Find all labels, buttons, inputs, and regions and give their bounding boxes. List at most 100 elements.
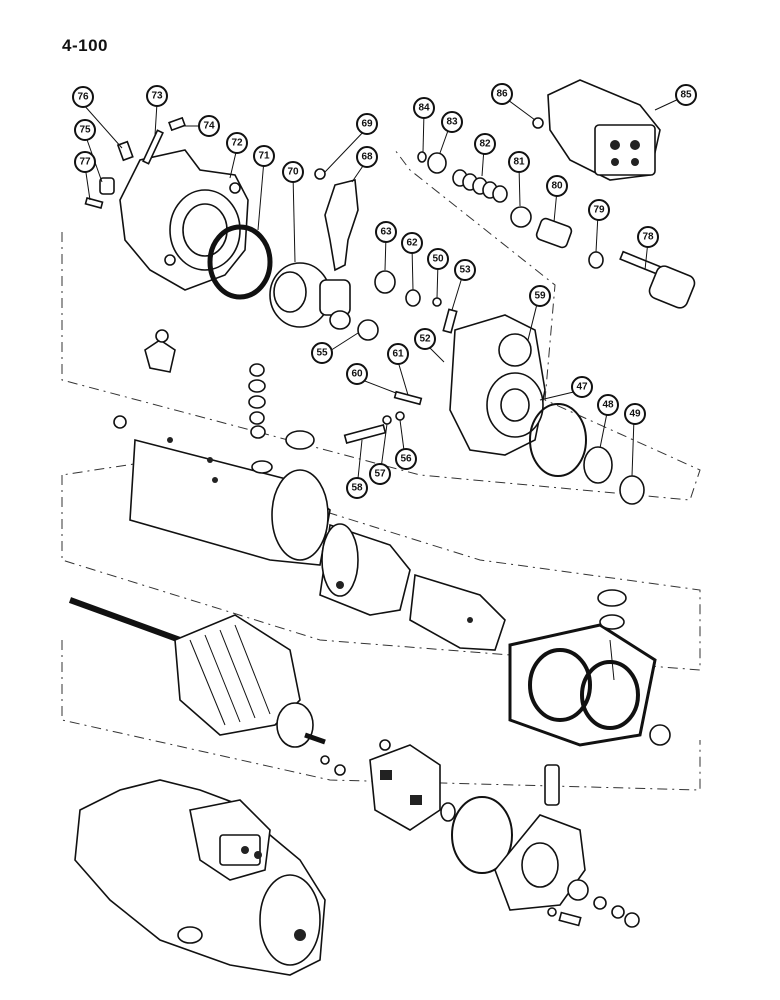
- callout-85: 85: [675, 84, 697, 106]
- cover-hardware-part: [547, 879, 640, 928]
- svg-text:81: 81: [513, 157, 525, 168]
- callout-59: 59: [529, 285, 551, 307]
- field-frame-part: [129, 430, 331, 566]
- callout-60: 60: [346, 363, 368, 385]
- callout-81: 81: [508, 151, 530, 173]
- screw-frame-part: [113, 415, 127, 429]
- terminal-nut-part: [597, 589, 627, 630]
- plunger-80-part: [535, 217, 573, 249]
- svg-text:75: 75: [79, 125, 91, 136]
- svg-text:58: 58: [351, 483, 363, 494]
- svg-text:69: 69: [361, 119, 373, 130]
- svg-text:55: 55: [316, 348, 328, 359]
- callout-47: 47: [571, 376, 593, 398]
- ring-62-part: [405, 289, 421, 307]
- end-cover-part: [494, 764, 586, 911]
- callout-48: 48: [597, 394, 619, 416]
- drive-pinion-part: [269, 262, 351, 330]
- callout-79: 79: [588, 199, 610, 221]
- lever-housing-part: [449, 314, 546, 456]
- pole-shoe-part: [319, 523, 411, 616]
- pin-53-part: [442, 308, 458, 334]
- terminal-stack-part: [248, 363, 266, 439]
- svg-text:74: 74: [203, 121, 215, 132]
- svg-text:83: 83: [446, 117, 458, 128]
- callout-74: 74: [198, 115, 220, 137]
- svg-text:76: 76: [77, 92, 89, 103]
- svg-text:56: 56: [400, 454, 412, 465]
- callout-70: 70: [282, 161, 304, 183]
- shift-lever-part: [324, 178, 359, 272]
- svg-text:72: 72: [231, 138, 243, 149]
- bushing-49-part: [619, 475, 645, 505]
- callout-56: 56: [395, 448, 417, 470]
- callout-69: 69: [356, 113, 378, 135]
- svg-text:68: 68: [361, 152, 373, 163]
- washer-81-part: [510, 206, 532, 228]
- drive-housing-part: [119, 149, 249, 291]
- group-outline-top: [61, 149, 701, 501]
- callout-61: 61: [387, 343, 409, 365]
- plug-86-part: [532, 117, 544, 129]
- svg-text:48: 48: [602, 400, 614, 411]
- callout-58: 58: [346, 477, 368, 499]
- svg-text:60: 60: [351, 369, 363, 380]
- solenoid-part: [547, 79, 661, 181]
- o-ring-47-part: [529, 403, 587, 477]
- armature-part: [68, 597, 326, 748]
- svg-text:77: 77: [79, 157, 91, 168]
- screw-parts: [84, 116, 186, 209]
- svg-text:47: 47: [576, 382, 588, 393]
- insulator-part: [409, 573, 506, 651]
- svg-text:86: 86: [496, 89, 508, 100]
- page-number: 4-100: [62, 36, 108, 55]
- callout-75: 75: [74, 119, 96, 141]
- callout-76: 76: [72, 86, 94, 108]
- callout-50: 50: [427, 248, 449, 270]
- callout-52: 52: [414, 328, 436, 350]
- svg-text:73: 73: [151, 91, 163, 102]
- svg-text:59: 59: [534, 291, 546, 302]
- bushing-48-part: [583, 446, 613, 484]
- callout-53: 53: [454, 259, 476, 281]
- washer-coil-part: [649, 724, 671, 746]
- washer-83-part: [427, 152, 447, 174]
- plunger-spring-part: [452, 169, 508, 203]
- callout-86: 86: [491, 83, 513, 105]
- callout-57: 57: [369, 463, 391, 485]
- field-coils-part: [508, 623, 657, 747]
- callout-84: 84: [413, 97, 435, 119]
- ring-84-part: [417, 151, 427, 163]
- callout-77: 77: [74, 151, 96, 173]
- callout-72: 72: [226, 132, 248, 154]
- svg-text:63: 63: [380, 227, 392, 238]
- callout-71: 71: [253, 145, 275, 167]
- o-ring-71-part: [207, 224, 273, 300]
- svg-text:85: 85: [680, 90, 692, 101]
- svg-text:82: 82: [479, 139, 491, 150]
- bolt-58-part: [343, 423, 387, 445]
- svg-text:50: 50: [432, 254, 444, 265]
- svg-text:49: 49: [629, 409, 641, 420]
- brush-plate-part: [320, 739, 441, 831]
- callout-55: 55: [311, 342, 333, 364]
- svg-text:70: 70: [287, 167, 299, 178]
- svg-text:61: 61: [392, 349, 404, 360]
- shaft-78-part: [619, 250, 696, 309]
- svg-text:80: 80: [551, 181, 563, 192]
- callout-62: 62: [401, 232, 423, 254]
- svg-text:84: 84: [418, 103, 430, 114]
- washer-63-part: [374, 270, 396, 294]
- ball-50-part: [432, 297, 442, 307]
- svg-text:52: 52: [419, 334, 431, 345]
- svg-text:53: 53: [459, 265, 471, 276]
- o-ring-plate-part: [451, 796, 513, 874]
- svg-text:71: 71: [258, 151, 270, 162]
- svg-text:57: 57: [374, 469, 386, 480]
- washer-plate-part: [440, 802, 456, 822]
- svg-text:79: 79: [593, 205, 605, 216]
- group-outline-lower: [61, 640, 701, 791]
- group-outline-middle: [61, 459, 701, 671]
- terminal-bracket-part: [144, 329, 176, 373]
